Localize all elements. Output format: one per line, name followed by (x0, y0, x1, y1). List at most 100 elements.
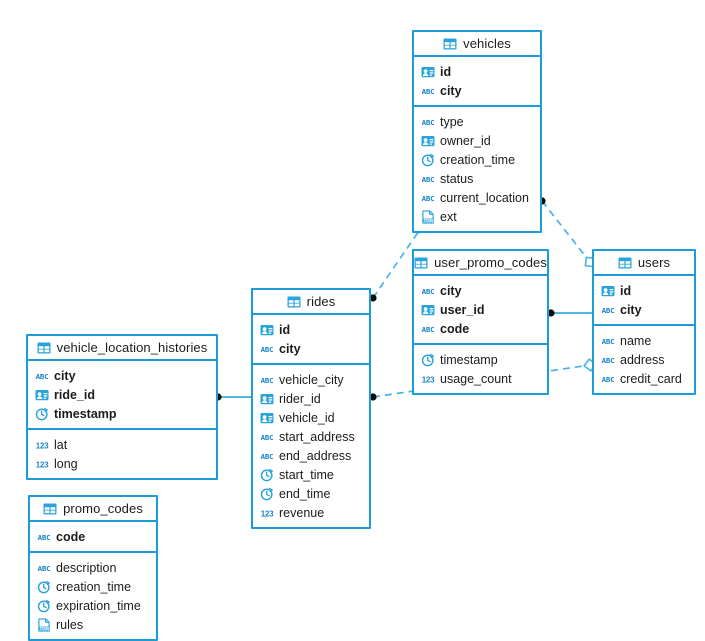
svg-text:JSON: JSON (423, 218, 433, 224)
column-group: ABC type owner_id creation_time ABC stat… (414, 107, 540, 231)
field-row[interactable]: start_time (253, 465, 369, 484)
abc-icon: ABC (422, 194, 435, 203)
entity-header-promo_codes[interactable]: promo_codes (30, 497, 156, 522)
field-row[interactable]: ABC description (30, 558, 156, 577)
field-name: rider_id (279, 391, 321, 406)
field-row[interactable]: ride_id (28, 385, 216, 404)
123-icon: 123 (261, 509, 275, 518)
abc-icon: ABC (36, 372, 49, 381)
field-row[interactable]: ABC address (594, 350, 694, 369)
field-row[interactable]: ABC credit_card (594, 369, 694, 388)
field-row[interactable]: id (594, 281, 694, 300)
abc-icon: ABC (422, 87, 435, 96)
primary-key-group: id ABC city (594, 276, 694, 326)
field-name: revenue (279, 505, 325, 520)
field-row[interactable]: ABC start_address (253, 427, 369, 446)
entity-title: vehicle_location_histories (56, 340, 208, 355)
field-name: creation_time (56, 579, 132, 594)
abc-icon: ABC (261, 345, 274, 354)
entity-table-vehicle_location_histories[interactable]: vehicle_location_histories ABC city ride… (26, 334, 218, 480)
field-row[interactable]: ABC code (30, 527, 156, 546)
abc-icon: ABC (422, 118, 435, 127)
field-row[interactable]: ABC end_address (253, 446, 369, 465)
entity-table-rides[interactable]: rides id ABC city ABC vehicle_city rider… (251, 288, 371, 529)
clock-icon (421, 353, 435, 366)
entity-header-user_promo_codes[interactable]: user_promo_codes (414, 251, 547, 276)
field-row[interactable]: timestamp (414, 350, 547, 369)
svg-text:123: 123 (36, 460, 49, 469)
field-name: ext (440, 209, 457, 224)
field-name: city (440, 83, 462, 98)
field-row[interactable]: 123 long (28, 454, 216, 473)
field-row[interactable]: ABC city (594, 300, 694, 319)
field-row[interactable]: JSON rules (30, 615, 156, 634)
field-name: status (440, 171, 474, 186)
entity-header-vehicles[interactable]: vehicles (414, 32, 540, 57)
table-icon (618, 257, 632, 268)
json-file-icon: JSON (38, 617, 50, 632)
svg-text:ABC: ABC (38, 533, 51, 542)
field-row[interactable]: ABC city (253, 339, 369, 358)
svg-text:ABC: ABC (602, 375, 615, 384)
abc-icon: ABC (422, 175, 435, 184)
field-row[interactable]: ABC city (414, 281, 547, 300)
field-row[interactable]: ABC city (414, 81, 540, 100)
entity-header-rides[interactable]: rides (253, 290, 369, 315)
column-group: ABC name ABC address ABC credit_card (594, 326, 694, 393)
field-name: city (620, 302, 642, 317)
abc-icon: ABC (422, 287, 435, 296)
field-name: city (440, 283, 462, 298)
field-name: vehicle_city (279, 372, 344, 387)
field-row[interactable]: id (414, 62, 540, 81)
entity-table-user_promo_codes[interactable]: user_promo_codes ABC city user_id ABC co… (412, 249, 549, 395)
svg-text:ABC: ABC (422, 194, 435, 203)
field-row[interactable]: user_id (414, 300, 547, 319)
field-row[interactable]: ABC name (594, 331, 694, 350)
field-row[interactable]: vehicle_id (253, 408, 369, 427)
abc-icon: ABC (261, 433, 274, 442)
id-card-icon (35, 389, 49, 400)
field-row[interactable]: ABC type (414, 112, 540, 131)
field-row[interactable]: end_time (253, 484, 369, 503)
field-name: start_time (279, 467, 334, 482)
field-row[interactable]: 123 usage_count (414, 369, 547, 388)
field-row[interactable]: JSON ext (414, 207, 540, 226)
svg-text:ABC: ABC (38, 564, 51, 573)
svg-text:ABC: ABC (422, 325, 435, 334)
relationship-rel-userpromocodes-users[interactable] (547, 309, 592, 317)
field-row[interactable]: ABC status (414, 169, 540, 188)
entity-header-users[interactable]: users (594, 251, 694, 276)
field-row[interactable]: rider_id (253, 389, 369, 408)
entity-table-vehicles[interactable]: vehicles id ABC city ABC type owner_id c… (412, 30, 542, 233)
field-row[interactable]: 123 revenue (253, 503, 369, 522)
field-name: usage_count (440, 371, 512, 386)
field-name: id (279, 322, 291, 337)
svg-text:JSON: JSON (39, 626, 49, 632)
field-row[interactable]: ABC city (28, 366, 216, 385)
123-icon: 123 (36, 441, 50, 450)
entity-table-users[interactable]: users id ABC city ABC name ABC address A… (592, 249, 696, 395)
field-row[interactable]: id (253, 320, 369, 339)
entity-table-promo_codes[interactable]: promo_codes ABC code ABC description cre… (28, 495, 158, 641)
field-row[interactable]: ABC current_location (414, 188, 540, 207)
field-row[interactable]: timestamp (28, 404, 216, 423)
field-name: code (440, 321, 470, 336)
field-row[interactable]: ABC code (414, 319, 547, 338)
primary-key-group: ABC city user_id ABC code (414, 276, 547, 345)
field-row[interactable]: creation_time (30, 577, 156, 596)
relationship-rel-vlh-rides[interactable] (214, 393, 251, 401)
svg-text:123: 123 (261, 509, 274, 518)
field-row[interactable]: owner_id (414, 131, 540, 150)
field-row[interactable]: ABC vehicle_city (253, 370, 369, 389)
table-icon (43, 503, 57, 514)
column-group: ABC description creation_time expiration… (30, 553, 156, 639)
id-card-icon (421, 304, 435, 315)
field-row[interactable]: creation_time (414, 150, 540, 169)
abc-icon: ABC (422, 325, 435, 334)
field-row[interactable]: expiration_time (30, 596, 156, 615)
field-name: address (620, 352, 665, 367)
entity-header-vehicle_location_histories[interactable]: vehicle_location_histories (28, 336, 216, 361)
field-row[interactable]: 123 lat (28, 435, 216, 454)
123-icon: 123 (36, 460, 50, 469)
